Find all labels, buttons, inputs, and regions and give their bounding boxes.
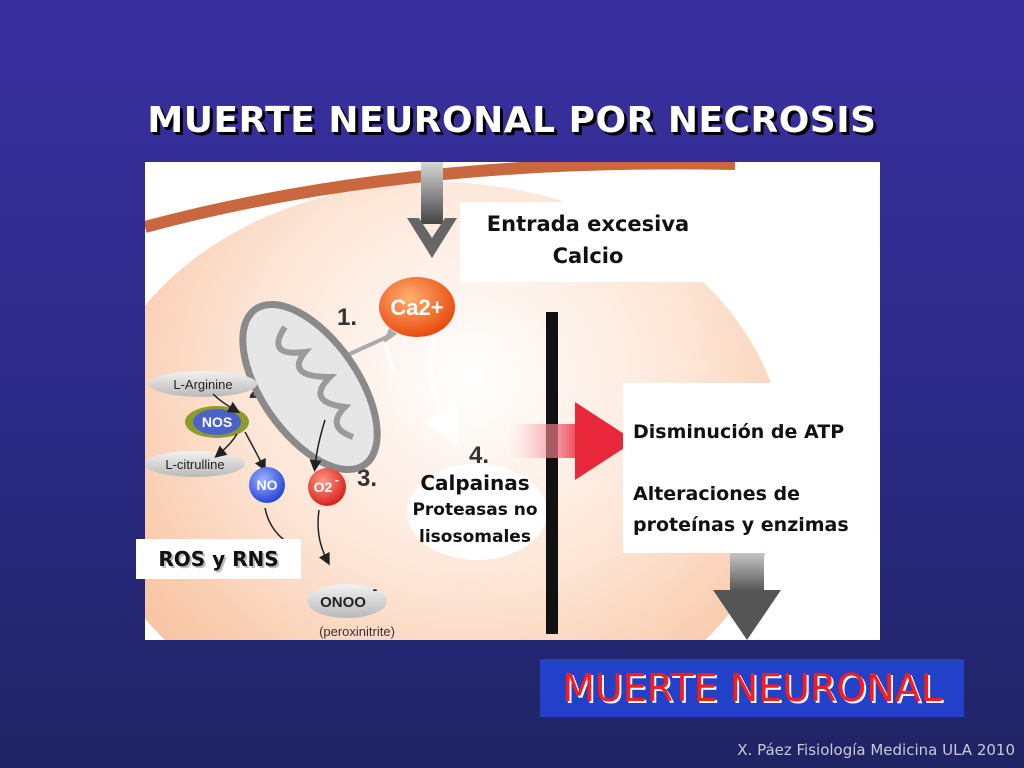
calpainas-sub-2: lisosomales (419, 527, 531, 547)
calpainas-title: Calpainas (420, 471, 530, 495)
red-effect-arrow (505, 402, 635, 480)
credit-footer: X. Páez Fisiología Medicina ULA 2010 (737, 741, 1015, 759)
svg-text:-: - (335, 473, 339, 487)
step-1-label: 1. (337, 304, 357, 331)
superoxide-formation-arrow (309, 419, 326, 472)
entrada-line-1: Entrada excesiva (486, 212, 690, 236)
peroxynitrite-caption: (peroxinitrite) (319, 624, 395, 639)
nitric-oxide: NO (249, 467, 285, 503)
effect-atp-decrease: Disminución de ATP (633, 421, 845, 443)
svg-text:NO: NO (257, 477, 278, 493)
svg-text:-: - (373, 581, 378, 597)
result-text: MUERTE NEURONAL (562, 666, 942, 710)
calcium-to-calpain-arrow (422, 336, 460, 448)
calpainas-sub-1: Proteasas no (412, 500, 538, 520)
down-arrow-icon (713, 547, 781, 640)
calcium-mito-arrow (383, 341, 395, 373)
peroxynitrite: ONOO - (307, 581, 387, 618)
svg-text:L-citrulline: L-citrulline (165, 457, 224, 472)
step-3-label: 3. (357, 465, 377, 492)
svg-text:NOS: NOS (202, 414, 232, 430)
nos-enzyme: NOS (185, 406, 249, 438)
result-box: MUERTE NEURONAL (540, 659, 964, 717)
slide-title: MUERTE NEURONAL POR NECROSIS (147, 100, 877, 141)
entrada-line-2: Calcio (552, 244, 624, 268)
o2-to-peroxynitrite-arrow (317, 509, 330, 566)
diagram-graphics: Ca2+ 1. 2. 3. 4. L-Arginine NOS (145, 162, 781, 640)
ros-rns-label: ROS y RNS (136, 539, 301, 579)
effect-alterations: Alteraciones de (633, 483, 801, 505)
barrier-line (546, 312, 558, 634)
calpain-bubble (407, 464, 547, 560)
svg-text:O2: O2 (314, 479, 333, 495)
svg-text:Ca2+: Ca2+ (390, 295, 443, 320)
effects-box: Disminución de ATP Alteraciones de prote… (623, 383, 880, 553)
l-citrulline-label: L-citrulline (145, 451, 245, 477)
no-formation-arrow (244, 431, 266, 472)
citrulline-arrow (214, 433, 238, 458)
calpainas-label: Calpainas Proteasas no lisosomales (395, 470, 555, 560)
arginine-arrow (212, 393, 241, 413)
superoxide: O2 - (308, 468, 346, 506)
svg-text:L-Arginine: L-Arginine (173, 377, 232, 392)
calcium-entry-arrow (407, 162, 457, 258)
entrada-calcio-box: Entrada excesiva Calcio (460, 202, 716, 282)
calcium-ion: Ca2+ (379, 277, 455, 337)
l-arginine-label: L-Arginine (149, 371, 257, 397)
mitochondrion-icon (239, 300, 381, 474)
effect-proteins-enzymes: proteínas y enzimas (633, 514, 849, 536)
svg-text:ONOO: ONOO (320, 594, 366, 611)
step-4-label: 4. (469, 442, 489, 469)
